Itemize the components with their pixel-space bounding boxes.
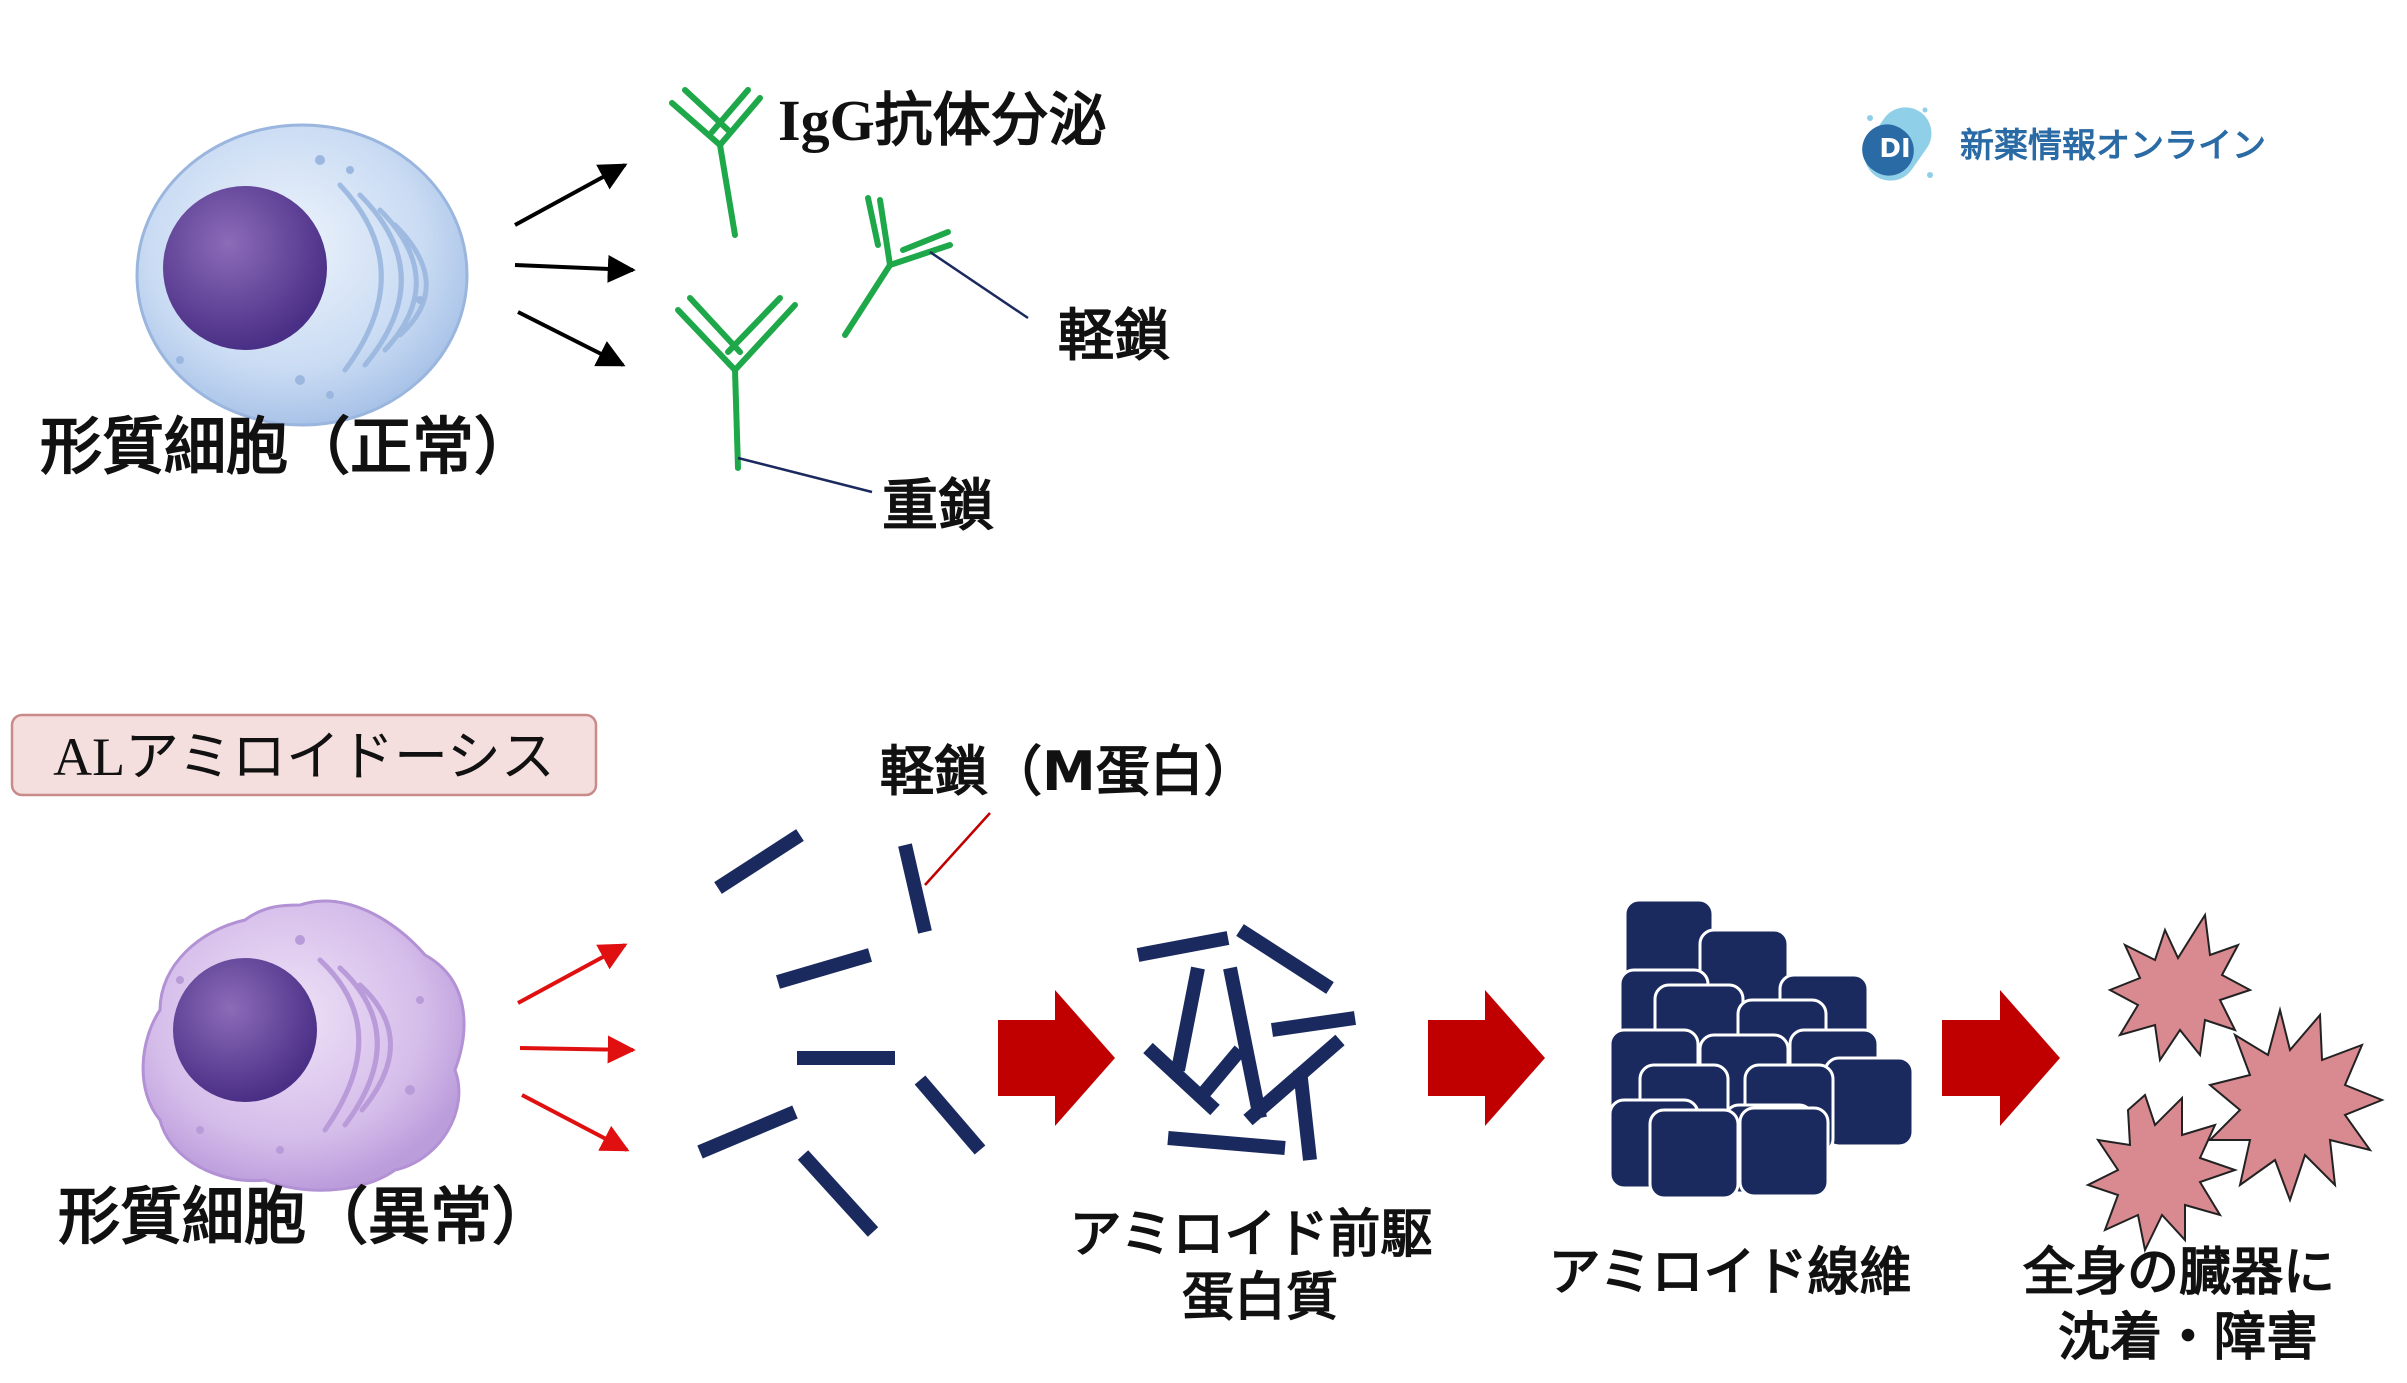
red-arrow-down bbox=[521, 1093, 630, 1152]
antibody-icon-2 bbox=[842, 195, 953, 338]
red-arrow-up bbox=[517, 943, 628, 1005]
burst-3 bbox=[2085, 1093, 2239, 1254]
heavy-chain-pointer bbox=[737, 456, 873, 494]
antibody-icon-3 bbox=[675, 295, 798, 471]
normal-plasma-cell bbox=[135, 123, 469, 427]
light-chain-fragments bbox=[697, 829, 986, 1237]
step-1-line-2: 蛋白質 bbox=[1182, 1268, 1338, 1328]
m-protein-pointer bbox=[924, 812, 991, 886]
secretion-label: IgG抗体分泌 bbox=[778, 88, 1107, 153]
disease-tag bbox=[10, 713, 598, 797]
arrow-down bbox=[517, 310, 626, 367]
amyloid-precursor-icon bbox=[1136, 924, 1357, 1161]
heavy-chain-label: 重鎖 bbox=[882, 474, 994, 539]
light-chain-label: 軽鎖 bbox=[1058, 304, 1170, 369]
arrow-up bbox=[514, 163, 628, 227]
m-protein-label: 軽鎖（M蛋白） bbox=[880, 740, 1258, 803]
abnormal-plasma-cell bbox=[141, 899, 466, 1192]
process-arrow-3 bbox=[1942, 990, 2060, 1126]
logo-name: 新薬情報オンライン bbox=[1960, 126, 2266, 166]
abnormal-secretion-arrows bbox=[517, 943, 636, 1152]
red-arrow-mid bbox=[519, 1035, 636, 1064]
arrow-mid bbox=[514, 254, 636, 283]
amyloid-fibril-icon bbox=[1608, 898, 1915, 1200]
step-3-label: 全身の臓器に 沈着・障害 bbox=[2022, 1243, 2353, 1368]
burst-1 bbox=[2107, 912, 2253, 1063]
abnormal-cell-label: 形質細胞（異常） bbox=[58, 1180, 554, 1253]
disease-tag-label: ALアミロイドーシス bbox=[53, 727, 555, 787]
step-2-label: アミロイド線維 bbox=[1549, 1243, 1912, 1303]
normal-cell-label: 形質細胞（正常） bbox=[40, 410, 536, 483]
normal-secretion-arrows bbox=[514, 163, 636, 367]
step-3-line-2: 沈着・障害 bbox=[2058, 1308, 2318, 1368]
process-arrow-2 bbox=[1428, 990, 1545, 1126]
organ-damage-icon bbox=[2085, 912, 2385, 1254]
step-1-line-1: アミロイド前駆 bbox=[1069, 1205, 1432, 1265]
logo: DI 新薬情報オンライン bbox=[1862, 107, 2266, 181]
logo-badge: DI bbox=[1879, 134, 1910, 164]
logo-pill-icon bbox=[1862, 107, 1933, 181]
light-chain-pointer bbox=[929, 250, 1029, 320]
antibody-icon-1 bbox=[669, 87, 763, 238]
step-3-line-1: 全身の臓器に bbox=[2022, 1243, 2335, 1303]
burst-2 bbox=[2207, 1006, 2385, 1203]
process-arrow-1 bbox=[998, 990, 1115, 1126]
step-1-label: アミロイド前駆 蛋白質 bbox=[1069, 1205, 1450, 1328]
